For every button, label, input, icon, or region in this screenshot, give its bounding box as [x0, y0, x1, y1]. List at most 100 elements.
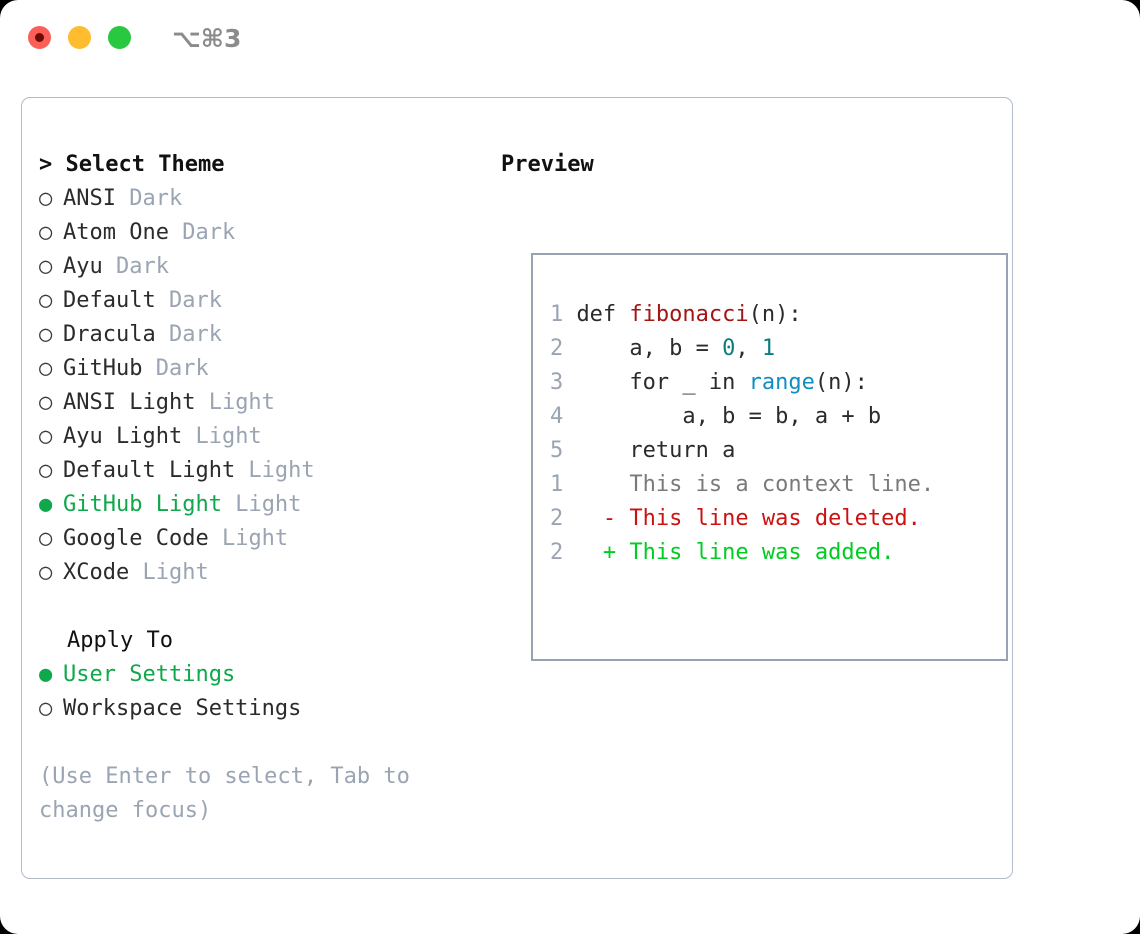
theme-name: XCode [63, 560, 130, 585]
gutter-space [563, 370, 576, 395]
keyboard-hint-text: (Use Enter to select, Tab to change focu… [39, 764, 410, 823]
title-bar: ⌥⌘3 [0, 0, 1140, 76]
code-line: 5 return a [550, 434, 881, 468]
code-token: a, b = b, a + b [576, 404, 882, 429]
line-number: 2 [550, 336, 564, 361]
apply-to-option[interactable]: ○ Workspace Settings [39, 692, 489, 726]
diff-text: This line was deleted. [629, 506, 921, 531]
radio-unselected-icon: ○ [39, 458, 53, 483]
theme-variant-tag: Light [182, 424, 262, 449]
gutter-space [563, 404, 576, 429]
radio-unselected-icon: ○ [39, 526, 53, 551]
theme-variant-tag: Dark [115, 186, 183, 211]
diff-marker [563, 472, 629, 497]
theme-variant-tag: Light [221, 492, 302, 517]
list-spacer [39, 590, 489, 624]
theme-list: ○ANSI Dark○Atom One Dark○Ayu Dark○Defaul… [39, 182, 489, 590]
code-token: (n): [814, 370, 868, 395]
diff-marker: + [563, 540, 630, 565]
keyboard-shortcut-label: ⌥⌘3 [172, 24, 242, 53]
theme-name: Atom One [63, 220, 169, 245]
line-number: 5 [550, 438, 564, 463]
apply-to-label: Workspace Settings [63, 696, 302, 721]
content-panel: > Select Theme ○ANSI Dark○Atom One Dark○… [21, 97, 1013, 879]
theme-variant-tag: Dark [155, 288, 222, 313]
theme-list-item[interactable]: ○ Ayu Light Light [39, 420, 489, 454]
gutter-space [563, 438, 576, 463]
radio-selected-icon: ● [39, 662, 53, 687]
code-line: 3 for _ in range(n): [550, 366, 881, 400]
diff-text: This line was added. [629, 540, 895, 565]
close-window-button[interactable] [28, 26, 51, 49]
apply-to-option[interactable]: ● User Settings [39, 658, 489, 692]
apply-to-list: ● User Settings ○ Workspace Settings [39, 658, 489, 726]
theme-variant-tag: Dark [142, 356, 209, 381]
prompt-caret-icon: > [39, 152, 53, 177]
theme-list-item[interactable]: ○ Default Light Light [39, 454, 489, 488]
theme-list-item[interactable]: ○ ANSI Dark [39, 182, 489, 216]
theme-list-item[interactable]: ○ Dracula Dark [39, 318, 489, 352]
theme-name: Dracula [63, 322, 156, 347]
code-line: 1 def fibonacci(n): [550, 298, 881, 332]
select-theme-title: Select Theme [65, 152, 225, 177]
diff-marker: - [563, 506, 630, 531]
code-token: (n): [748, 302, 802, 327]
theme-list-item[interactable]: ● GitHub Light Light [39, 488, 489, 522]
code-token: 0 [722, 336, 736, 361]
radio-unselected-icon: ○ [39, 254, 53, 279]
code-token: range [748, 370, 815, 395]
apply-to-label: User Settings [63, 662, 236, 687]
code-token: 1 [761, 336, 776, 361]
minimize-window-button[interactable] [68, 26, 91, 49]
theme-name: Ayu Light [63, 424, 183, 449]
theme-list-item[interactable]: ○ GitHub Dark [39, 352, 489, 386]
theme-name: ANSI Light [63, 390, 196, 415]
radio-unselected-icon: ○ [39, 288, 53, 313]
theme-list-item[interactable]: ○Google Code Light [39, 522, 489, 556]
radio-unselected-icon: ○ [39, 560, 53, 585]
line-number: 2 [550, 506, 564, 531]
code-token: fibonacci [629, 302, 749, 327]
apply-to-header: Apply To [67, 628, 173, 653]
radio-selected-icon: ● [39, 492, 53, 517]
radio-unselected-icon: ○ [39, 186, 53, 211]
theme-name: GitHub Light [63, 492, 222, 517]
theme-name: Default [63, 288, 156, 313]
diff-text: This is a context line. [629, 472, 935, 497]
theme-variant-tag: Light [195, 390, 275, 415]
diff-preview: 1 This is a context line. 2 - This line w… [550, 468, 934, 570]
gutter-space [563, 336, 576, 361]
theme-list-item[interactable]: ○XCode Light [39, 556, 489, 590]
radio-unselected-icon: ○ [39, 322, 53, 347]
theme-variant-tag: Light [235, 458, 315, 483]
theme-list-item[interactable]: ○Atom One Dark [39, 216, 489, 250]
code-token: a, b = [576, 336, 723, 361]
theme-variant-tag: Dark [168, 220, 236, 245]
theme-list-item[interactable]: ○Ayu Dark [39, 250, 489, 284]
hint-spacer [39, 726, 489, 760]
preview-column: Preview 1 def fibonacci(n):2 a, b = 0, 1… [501, 148, 1008, 661]
preview-title: Preview [501, 152, 594, 177]
diff-line: 2 + This line was added. [550, 536, 934, 570]
code-token: for _ in [576, 370, 749, 395]
line-number: 1 [550, 302, 564, 327]
radio-unselected-icon: ○ [39, 356, 53, 381]
theme-name: Default Light [63, 458, 236, 483]
radio-unselected-icon: ○ [39, 696, 53, 721]
theme-name: GitHub [63, 356, 143, 381]
theme-name: ANSI [63, 186, 116, 211]
diff-line: 1 This is a context line. [550, 468, 934, 502]
theme-variant-tag: Dark [155, 322, 222, 347]
radio-unselected-icon: ○ [39, 390, 53, 415]
gutter-space [563, 302, 576, 327]
maximize-window-button[interactable] [108, 26, 131, 49]
code-token: return a [576, 438, 736, 463]
theme-selector-column: > Select Theme ○ANSI Dark○Atom One Dark○… [39, 148, 489, 828]
code-line: 4 a, b = b, a + b [550, 400, 881, 434]
theme-list-item[interactable]: ○ Default Dark [39, 284, 489, 318]
radio-unselected-icon: ○ [39, 424, 53, 449]
theme-list-item[interactable]: ○ ANSI Light Light [39, 386, 489, 420]
